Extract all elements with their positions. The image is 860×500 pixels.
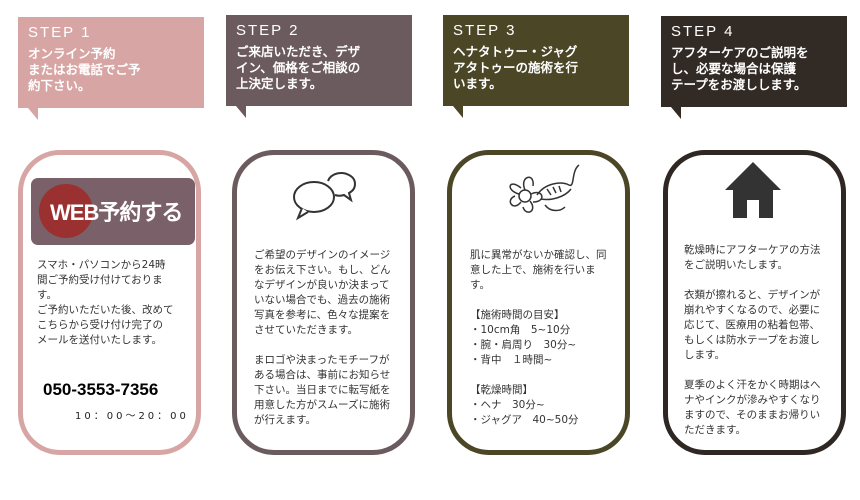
step-title: ご来店いただき、デザイン、価格をご相談の上決定します。: [236, 44, 402, 92]
web-reservation-button[interactable]: WEB予約する: [31, 178, 195, 245]
phone-number[interactable]: 050-3553-7356: [43, 380, 159, 399]
description-line: もしくは防水テープをお渡し: [684, 334, 820, 346]
step-4-header: STEP 4 アフターケアのご説明をし、必要な場合は保護テープをお渡しします。: [661, 16, 847, 119]
step1-card: WEB予約する スマホ・パソコンから24時間ご予約受け付けております。ご予約いた…: [18, 150, 201, 455]
business-hours: 10：00〜20：00: [75, 411, 189, 422]
step-title-line: テープをお渡しします。: [671, 77, 807, 92]
description-line: ナやインクが滲みやすくなり: [684, 394, 821, 406]
description-line: ・腕・肩周り 30分~: [470, 339, 577, 351]
description-line: させていただきます。: [254, 324, 358, 336]
description-line: [684, 363, 821, 378]
step-title-line: 上決定します。: [236, 76, 323, 91]
step-number: STEP 4: [671, 23, 735, 40]
description-line: す。: [470, 279, 490, 291]
step-number: STEP 2: [236, 22, 300, 39]
step2-card: ご希望のデザインのイメージをお伝え下さい。もし、どんなデザインが良いか決まってい…: [232, 150, 415, 455]
step-title-line: イン、価格をご相談の: [236, 60, 361, 75]
description-line: 崩れやすくなるので、必要に: [684, 304, 821, 316]
step-title: ヘナタトゥー・ジャグアタトゥーの施術を行います。: [453, 44, 619, 92]
card3-description: 肌に異常がないか確認し、同意した上で、施術を行います。 【施術時間の目安】・10…: [470, 248, 607, 428]
callout-tail: [28, 108, 38, 120]
callout-tail: [236, 106, 246, 118]
step3-card: 肌に異常がないか確認し、同意した上で、施術を行います。 【施術時間の目安】・10…: [447, 150, 630, 455]
description-line: メールを送付いたします。: [37, 334, 162, 346]
step-title-line: ヘナタトゥー・ジャグ: [453, 44, 578, 59]
web-circle-decoration: [39, 184, 93, 238]
step-title-line: またはお電話でご予: [28, 62, 141, 77]
description-line: [470, 293, 607, 308]
step-title: オンライン予約またはお電話でご予約下さい。: [28, 46, 194, 94]
step-title-line: オンライン予約: [28, 46, 116, 61]
step-title-line: います。: [453, 76, 502, 91]
house-icon: [725, 162, 781, 218]
description-line: スマホ・パソコンから24時: [37, 259, 166, 271]
description-line: こちらから受け付け完了の: [37, 319, 163, 331]
description-line: 【乾燥時間】: [470, 384, 533, 396]
description-line: まロゴや決まったモチーフが: [254, 354, 390, 366]
card1-description: スマホ・パソコンから24時間ご予約受け付けております。ご予約いただいた後、改めて…: [37, 258, 174, 348]
description-line: す。: [37, 289, 57, 301]
speech-bubbles-icon: [293, 172, 356, 221]
step-3-header: STEP 3 ヘナタトゥー・ジャグアタトゥーの施術を行います。: [443, 15, 629, 118]
step-title-line: アフターケアのご説明を: [671, 45, 809, 60]
step-title: アフターケアのご説明をし、必要な場合は保護テープをお渡しします。: [671, 45, 837, 93]
description-line: 夏季のよく汗をかく時期はへ: [684, 379, 821, 391]
description-line: 衣類が擦れると、デザインが: [684, 289, 821, 301]
description-line: ご予約いただいた後、改めて: [37, 304, 174, 316]
step-title-line: し、必要な場合は保護: [671, 61, 797, 76]
description-line: [470, 368, 607, 383]
description-line: 用意した方がスムーズに施術: [254, 399, 390, 411]
description-line: [684, 273, 821, 288]
description-line: ますので、そのままお帰りい: [684, 409, 821, 421]
description-line: 間ご予約受け付けておりま: [37, 274, 163, 286]
callout-tail: [453, 106, 463, 118]
step-1-header: STEP 1 オンライン予約またはお電話でご予約下さい。: [18, 17, 204, 120]
henna-flower-icon: [509, 164, 580, 213]
step4-card: 乾燥時にアフターケアの方法をご説明いたします。衣類が擦れると、デザインが崩れやす…: [663, 150, 846, 455]
description-line: ・10cm角 5~10分: [470, 324, 571, 336]
description-line: 【施術時間の目安】: [470, 309, 565, 321]
step-number: STEP 1: [28, 24, 92, 41]
description-line: 応じて、医療用の粘着包帯、: [684, 319, 820, 331]
description-line: します。: [684, 349, 725, 361]
description-line: [254, 338, 391, 353]
description-line: 意した上で、施術を行いま: [470, 264, 596, 276]
description-line: ・背中 １時間~: [470, 354, 553, 366]
description-line: 写真を参考に、色々な提案を: [254, 309, 391, 321]
description-line: をご説明いたします。: [684, 259, 788, 271]
description-line: ある場合は、事前にお知らせ: [254, 369, 391, 381]
description-line: 下さい。当日までに転写紙を: [254, 384, 391, 396]
step-2-header: STEP 2 ご来店いただき、デザイン、価格をご相談の上決定します。: [226, 15, 412, 118]
description-line: なデザインが良いか決まって: [254, 279, 390, 291]
step-title-line: 約下さい。: [28, 78, 91, 93]
description-line: ご希望のデザインのイメージ: [254, 249, 391, 261]
card2-description: ご希望のデザインのイメージをお伝え下さい。もし、どんなデザインが良いか決まってい…: [254, 248, 391, 428]
description-line: が行えます。: [254, 414, 316, 426]
description-line: ・ジャグア 40~50分: [470, 414, 579, 426]
description-line: 肌に異常がないか確認し、同: [470, 249, 607, 261]
step-number: STEP 3: [453, 22, 517, 39]
card4-description: 乾燥時にアフターケアの方法をご説明いたします。衣類が擦れると、デザインが崩れやす…: [684, 243, 821, 438]
description-line: ・ヘナ 30分~: [470, 399, 545, 411]
callout-tail: [671, 107, 681, 119]
description-line: いない場合でも、過去の施術: [254, 294, 391, 306]
step-title-line: ご来店いただき、デザ: [236, 44, 361, 59]
description-line: 乾燥時にアフターケアの方法: [684, 244, 821, 256]
web-reservation-label: WEB予約する: [50, 200, 183, 225]
description-line: をお伝え下さい。もし、どん: [254, 264, 391, 276]
step-title-line: アタトゥーの施術を行: [453, 60, 579, 75]
description-line: ただきます。: [684, 424, 746, 436]
